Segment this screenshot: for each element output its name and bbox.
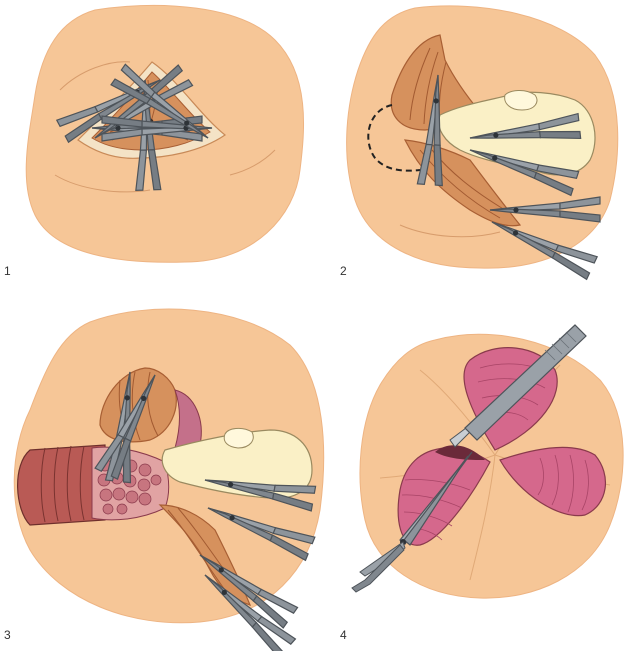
panel-3 xyxy=(13,308,325,651)
panel-number-1: 1 xyxy=(4,264,11,278)
excision-dashed-line xyxy=(367,104,421,172)
scissors-icon xyxy=(351,451,473,593)
finger-icon xyxy=(161,427,313,499)
panel-2 xyxy=(346,5,619,280)
scalpel-icon xyxy=(449,324,587,448)
panel-number-2: 2 xyxy=(340,264,347,278)
panel-1 xyxy=(25,4,304,263)
panel-4 xyxy=(351,324,624,599)
panel-number-3: 3 xyxy=(4,628,11,642)
hemorrhoid-flap-upper xyxy=(390,34,481,131)
panel-number-4: 4 xyxy=(340,628,347,642)
hemorrhoid-tissue-lower-3 xyxy=(158,504,252,606)
rectum-stump xyxy=(17,444,170,526)
sphincter-muscle-lobe xyxy=(499,446,607,517)
hemorrhoid-tissue-lower xyxy=(403,139,522,227)
